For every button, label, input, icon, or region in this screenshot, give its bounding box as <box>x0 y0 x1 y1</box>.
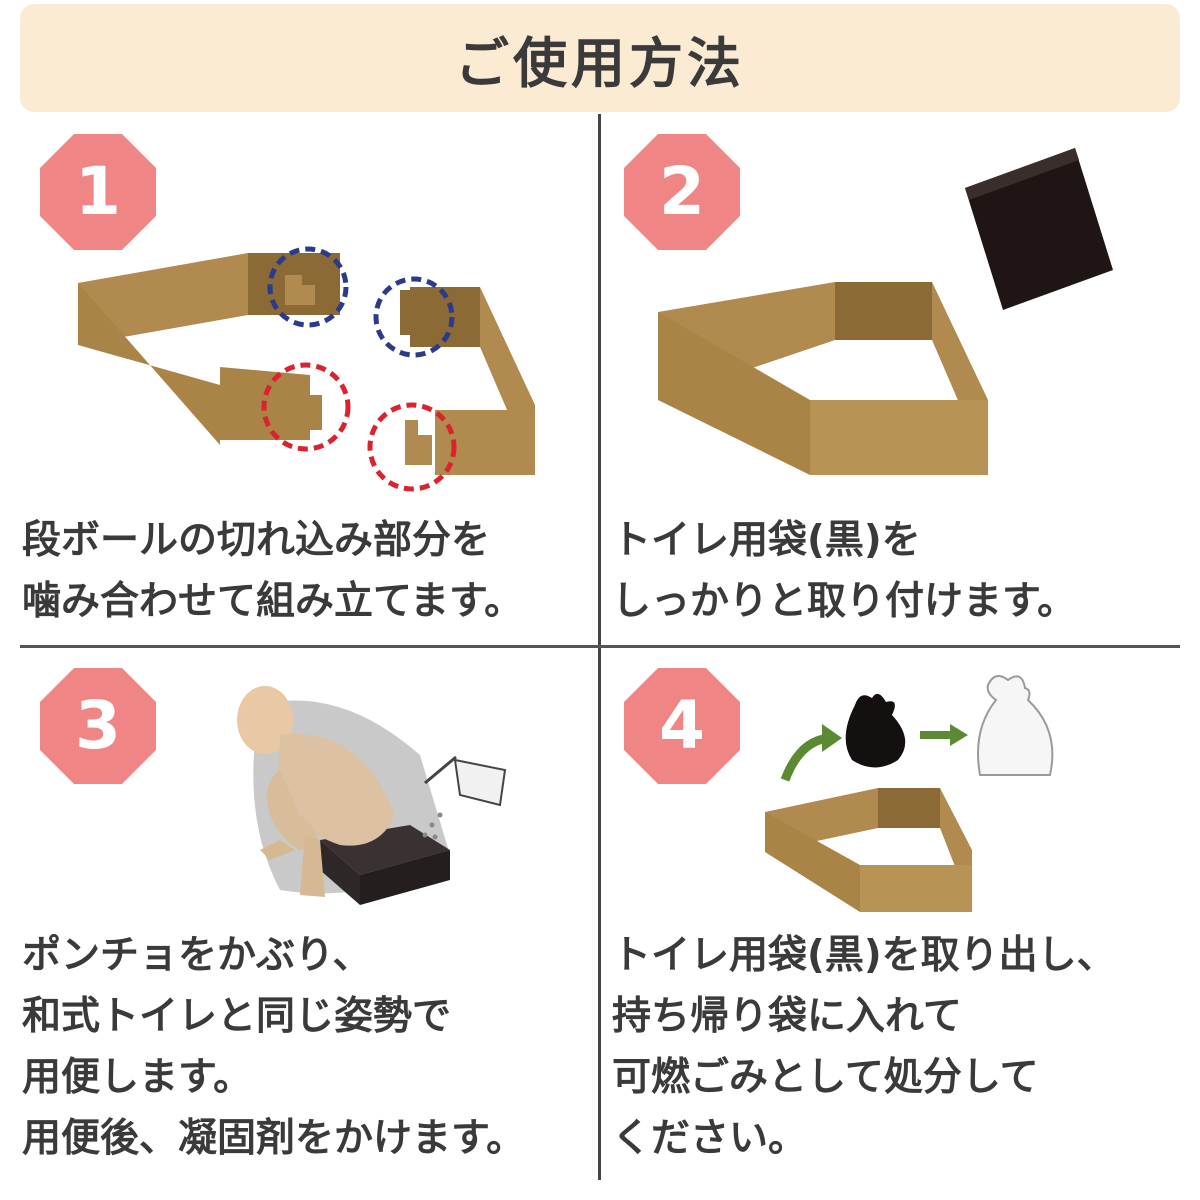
instruction-line: トイレ用袋(黒)を <box>612 518 921 563</box>
step-2-instructions: トイレ用袋(黒)を しっかりと取り付けます。 <box>612 510 1076 632</box>
instruction-line: しっかりと取り付けます。 <box>612 579 1077 624</box>
instruction-line: 和式トイレと同じ姿勢で <box>22 994 452 1039</box>
step-number-badge: 3 <box>40 668 156 784</box>
step-3-instructions: ポンチョをかぶり、 和式トイレと同じ姿勢で 用便します。 用便後、凝固剤をかけま… <box>22 925 525 1169</box>
step-4-instructions: トイレ用袋(黒)を取り出し、 持ち帰り袋に入れて 可燃ごみとして処分して くださ… <box>612 925 1116 1169</box>
step-number-badge: 2 <box>624 134 740 250</box>
horizontal-divider <box>20 645 1180 648</box>
step-number: 2 <box>659 153 705 230</box>
instruction-line: 可燃ごみとして処分して <box>612 1055 1039 1100</box>
instruction-line: 持ち帰り袋に入れて <box>612 994 962 1039</box>
step-number: 1 <box>75 153 121 230</box>
instruction-line: 噛み合わせて組み立てます。 <box>22 579 524 624</box>
disposal-illustration <box>765 675 1054 912</box>
squatting-person-illustration <box>237 686 507 905</box>
cardboard-assembly-illustration <box>78 246 535 492</box>
instruction-line: ポンチョをかぶり、 <box>22 933 372 978</box>
instruction-line: ください。 <box>612 1116 808 1161</box>
instruction-line: 段ボールの切れ込み部分を <box>22 518 491 563</box>
title-banner: ご使用方法 <box>20 4 1180 112</box>
step-number: 4 <box>659 687 705 764</box>
step-number: 3 <box>75 687 121 764</box>
step-1-instructions: 段ボールの切れ込み部分を 噛み合わせて組み立てます。 <box>22 510 523 632</box>
cardboard-frame-illustration <box>658 282 988 475</box>
step-number-badge: 1 <box>40 134 156 250</box>
instruction-line: 用便します。 <box>22 1055 253 1100</box>
black-bag-icon <box>965 148 1113 310</box>
instruction-line: 用便後、凝固剤をかけます。 <box>22 1116 526 1161</box>
page-title: ご使用方法 <box>455 31 745 95</box>
instruction-line: トイレ用袋(黒)を取り出し、 <box>612 933 1116 978</box>
step-number-badge: 4 <box>624 668 740 784</box>
